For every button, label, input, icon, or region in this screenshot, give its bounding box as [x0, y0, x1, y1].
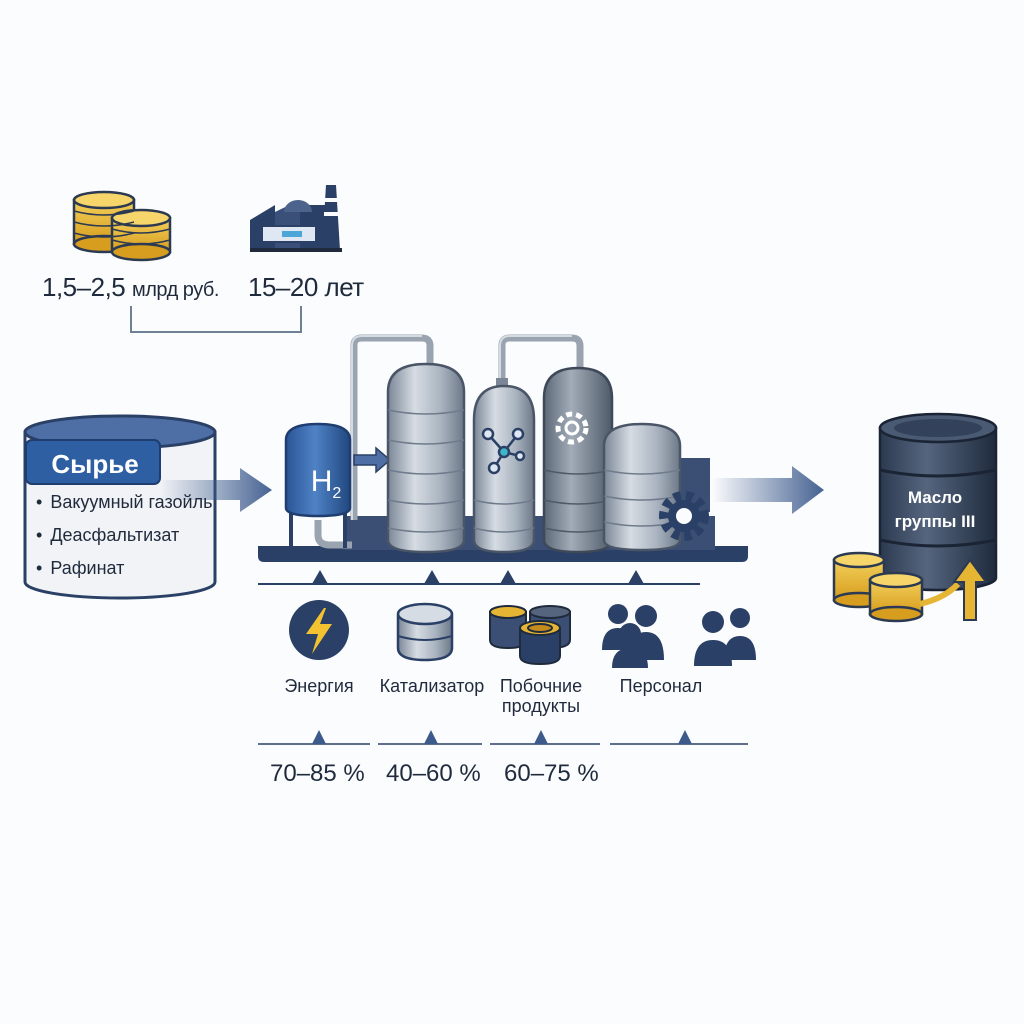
cost-label-byproducts: Побочние продукты — [499, 676, 583, 716]
pipes — [314, 334, 584, 549]
product-label: Масло группы III — [880, 486, 990, 534]
product-drum — [878, 412, 998, 592]
payback-label: 15–20 лет — [248, 272, 364, 302]
share-catalyst: 40–60 % — [386, 760, 481, 787]
barrels-icon — [489, 605, 571, 666]
lightning-icon — [289, 600, 349, 660]
feedstock-item: Рафинат — [36, 552, 213, 585]
profit-coins-icon — [832, 551, 924, 623]
investment-unit: млрд руб. — [131, 279, 219, 301]
product-label-line2: группы III — [894, 512, 976, 531]
people-icon — [602, 604, 756, 668]
reactor-tank-2 — [472, 378, 536, 554]
hydrogen-symbol: H — [310, 465, 333, 498]
investment-amount: 1,5–2,5 — [42, 272, 126, 302]
catalyst-drum-icon — [396, 602, 454, 662]
investment-label: 1,5–2,5 млрд руб. — [42, 272, 219, 303]
product-label-line1: Масло — [907, 488, 963, 507]
cost-label-energy: Энергия — [284, 676, 354, 696]
feedstock-item: Деасфальтизат — [36, 519, 213, 552]
reactor-tank-1 — [386, 362, 466, 554]
hydrogen-subscript: 2 — [332, 485, 342, 502]
hydrogen-label: H2 — [296, 465, 356, 503]
coin-stack-icon — [72, 190, 172, 262]
gear-icon — [555, 411, 589, 445]
cost-label-catalyst: Катализатор — [379, 676, 485, 696]
share-energy: 70–85 % — [270, 760, 365, 787]
cost-label-personnel: Персонал — [619, 676, 703, 696]
cost-timeline — [258, 570, 700, 585]
hydrogen-tank — [284, 422, 352, 548]
reactor-tank-3 — [542, 366, 614, 554]
feedstock-title: Сырье — [51, 449, 139, 479]
factory-icon — [250, 185, 342, 252]
feed-arrow — [160, 468, 272, 512]
feedstock-list: Вакуумный газойль Деасфальтизат Рафинат — [36, 486, 213, 585]
share-scale — [258, 730, 748, 745]
arrow-up-icon — [919, 558, 988, 621]
gear-icon-large — [659, 491, 709, 541]
feedstock-item: Вакуумный газойль — [36, 486, 212, 519]
molecule-icon — [481, 427, 526, 475]
output-arrow — [712, 466, 824, 514]
share-byproducts: 60–75 % — [504, 760, 599, 787]
